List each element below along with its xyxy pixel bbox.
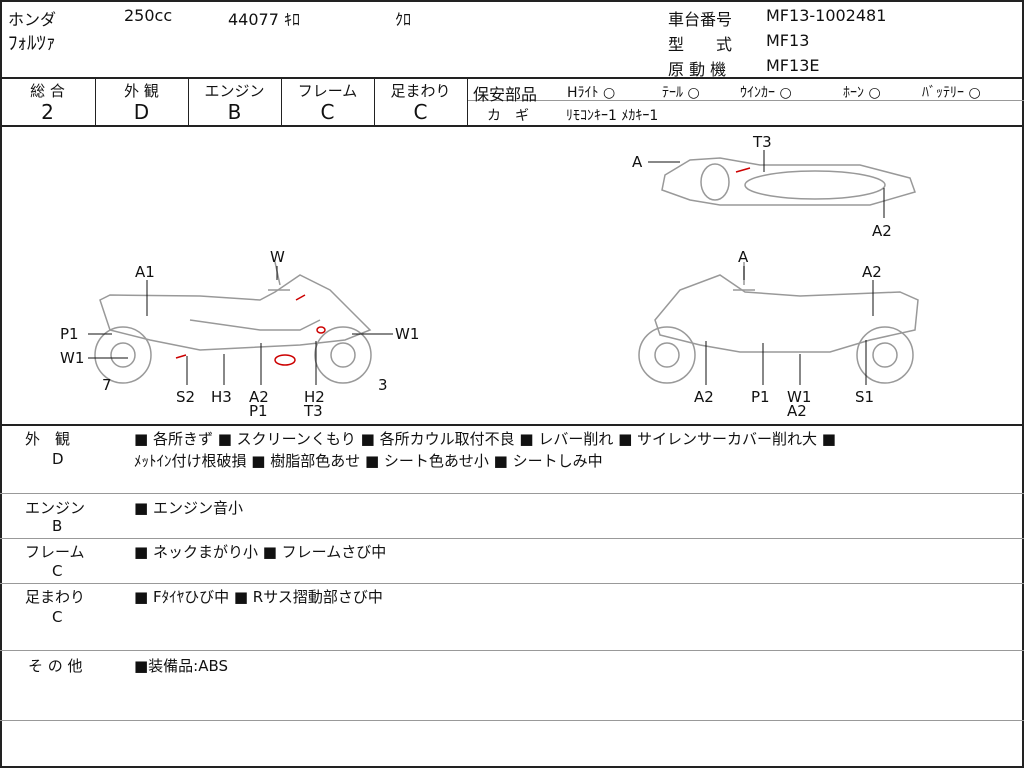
label-p1: P1 [60, 325, 79, 343]
safety-headlight: Hﾗｲﾄ ○ [567, 85, 616, 101]
remark-grade: B [52, 517, 63, 535]
remark-line: ■ 各所きず ■ スクリーンくもり ■ 各所カウル取付不良 ■ レバー削れ ■ … [134, 430, 836, 448]
label-w1-right: W1 [395, 325, 419, 343]
label-a2: A2 [872, 222, 892, 240]
mileage: 44077 ｷﾛ [228, 10, 300, 29]
label-a1: A1 [135, 263, 155, 281]
type-label: 型 式 [668, 35, 733, 54]
remark-grade: C [52, 562, 63, 580]
remark-category: 外 観 [25, 430, 71, 448]
label-s1: S1 [855, 388, 874, 406]
label-h3: H3 [211, 388, 232, 406]
remark-category: そ の 他 [28, 657, 83, 675]
scooter-left-side-drawing [94, 261, 372, 384]
engine-value: MF13E [766, 56, 820, 75]
key-label: カ ギ [487, 108, 529, 124]
grade-overall-value: 2 [41, 100, 54, 124]
damage-marks-left [175, 294, 326, 366]
chassis-number: MF13-1002481 [766, 6, 887, 25]
label-t3: T3 [752, 133, 772, 151]
displacement: 250cc [124, 6, 173, 25]
remark-grade: C [52, 608, 63, 626]
grade-engine-label: エンジン [204, 82, 265, 100]
remark-line: ■ Fﾀｲﾔひび中 ■ Rサス摺動部さび中 [134, 588, 383, 606]
scooter-right-side-drawing [638, 262, 919, 384]
scooter-top-view-drawing [661, 157, 916, 206]
right-view-labels: A A2 A2 P1 W1 A2 S1 [694, 248, 882, 420]
label-a: A [738, 248, 749, 266]
remark-line: ■ エンジン音小 [134, 499, 243, 517]
label-w1: W1 [60, 349, 84, 367]
label-a2: A2 [249, 388, 269, 406]
safety-battery: ﾊﾞｯﾃﾘｰ ○ [922, 85, 981, 101]
type-value: MF13 [766, 31, 810, 50]
remark-category: エンジン [25, 499, 86, 517]
label-s2: S2 [176, 388, 195, 406]
grade-frame-value: C [320, 100, 335, 124]
grade-suspension-label: 足まわり [390, 82, 451, 100]
label-p1-lower: P1 [249, 402, 268, 420]
safety-label: 保安部品 [473, 85, 538, 104]
label-t3: T3 [303, 402, 323, 420]
grade-frame-label: フレーム [297, 82, 358, 100]
safety-winker: ｳｲﾝｶｰ ○ [740, 85, 792, 101]
label-a2-top: A2 [862, 263, 882, 281]
chassis-label: 車台番号 [668, 10, 733, 29]
model-name: ﾌｫﾙﾂｧ [8, 32, 56, 54]
remark-line: ﾒｯﾄｲﾝ付け根破損 ■ 樹脂部色あせ ■ シート色あせ小 ■ シートしみ中 [134, 452, 603, 470]
remark-category: 足まわり [25, 588, 86, 606]
safety-tail: ﾃｰﾙ ○ [662, 85, 700, 101]
label-a2-front: A2 [694, 388, 714, 406]
engine-label: 原 動 機 [668, 60, 727, 79]
maker: ホンダ [8, 10, 57, 29]
safety-horn: ﾎｰﾝ ○ [843, 85, 881, 101]
grade-exterior-label: 外 観 [124, 82, 159, 100]
grade-exterior-value: D [133, 100, 150, 124]
label-a2-lower: A2 [787, 402, 807, 420]
label-p1: P1 [751, 388, 770, 406]
remark-line: ■ ネックまがり小 ■ フレームさび中 [134, 543, 387, 561]
grade-overall-label: 総 合 [30, 82, 65, 100]
label-3: 3 [378, 376, 388, 394]
grade-engine-value: B [227, 100, 242, 124]
label-w1: W1 [787, 388, 811, 406]
label-7: 7 [102, 376, 112, 394]
key-value: ﾘﾓｺﾝｷｰ1 ﾒｶｷｰ1 [566, 108, 659, 124]
damage-diagram: A1 P1 W1 7 S2 H3 A2 P1 H2 T3 W W1 3 A A2… [60, 133, 919, 420]
leader-lines [88, 150, 885, 385]
grade-suspension-value: C [413, 100, 428, 124]
left-view-labels: A1 P1 W1 7 S2 H3 A2 P1 H2 T3 W W1 3 [60, 248, 419, 420]
color: ｸﾛ [395, 10, 412, 29]
remark-grade: D [52, 450, 64, 468]
top-view-labels: A T3 A2 [632, 133, 892, 240]
remark-line: ■装備品:ABS [134, 657, 229, 675]
label-w: W [270, 248, 285, 266]
remark-category: フレーム [25, 543, 85, 561]
label-a: A [632, 153, 643, 171]
label-h2: H2 [304, 388, 325, 406]
